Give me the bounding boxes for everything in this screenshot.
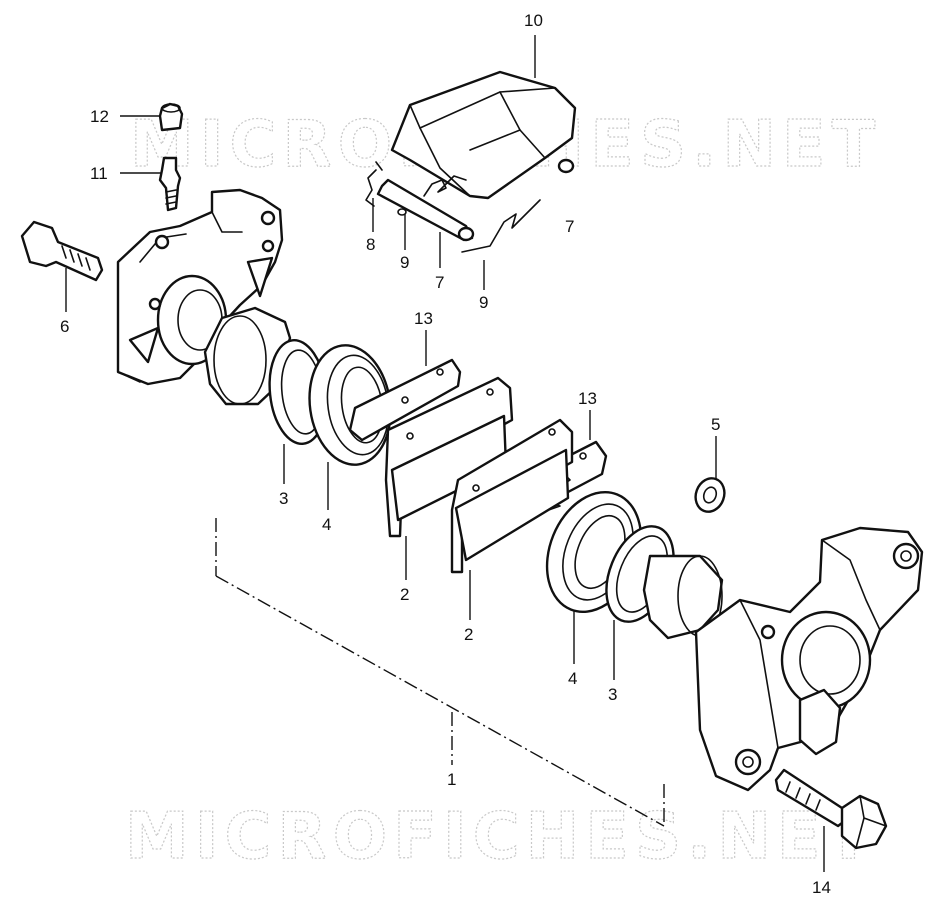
callout-10: 10 [524,11,543,30]
caliper-body-left [116,188,284,386]
part-12-bleeder-cap [158,102,184,132]
callout-3-left: 3 [279,489,288,508]
callout-13-right: 13 [578,389,597,408]
callout-7-upper: 7 [565,217,574,236]
part-7-pad-pin [376,178,475,242]
part-5-washer [694,477,726,513]
part-9-spring-lower [461,199,541,253]
callouts: 10 12 11 6 8 9 7 9 7 13 13 5 3 4 2 2 4 3… [60,11,831,897]
part-9-spring-upper [397,175,467,216]
part-10-pad-cover [390,70,577,200]
part-11-bleeder-valve [158,156,182,212]
callout-11: 11 [90,164,108,183]
callout-4-right: 4 [568,669,577,688]
callout-3-right: 3 [608,685,617,704]
callout-7-lower: 7 [435,273,444,292]
callout-1: 1 [447,770,456,789]
callout-5: 5 [711,415,720,434]
callout-9-lower: 9 [479,293,488,312]
part-13-shim-left [348,358,462,442]
part-6-bolt [20,220,104,282]
assembly-bracket [215,518,665,827]
callout-9-upper: 9 [400,253,409,272]
callout-13-left: 13 [414,309,433,328]
callout-8: 8 [366,235,375,254]
callout-12: 12 [90,107,109,126]
callout-14: 14 [812,878,831,897]
callout-6: 6 [60,317,69,336]
watermark-bottom: MICROFICHES.NET [125,800,876,874]
part-14-bolt [774,768,888,850]
callout-4-left: 4 [322,515,331,534]
callout-2-right: 2 [464,625,473,644]
part-8-clip [365,161,383,207]
part-2-pad-right [450,418,574,574]
caliper-body-right [694,526,924,792]
callout-2-left: 2 [400,585,409,604]
leader-lines [65,35,825,872]
